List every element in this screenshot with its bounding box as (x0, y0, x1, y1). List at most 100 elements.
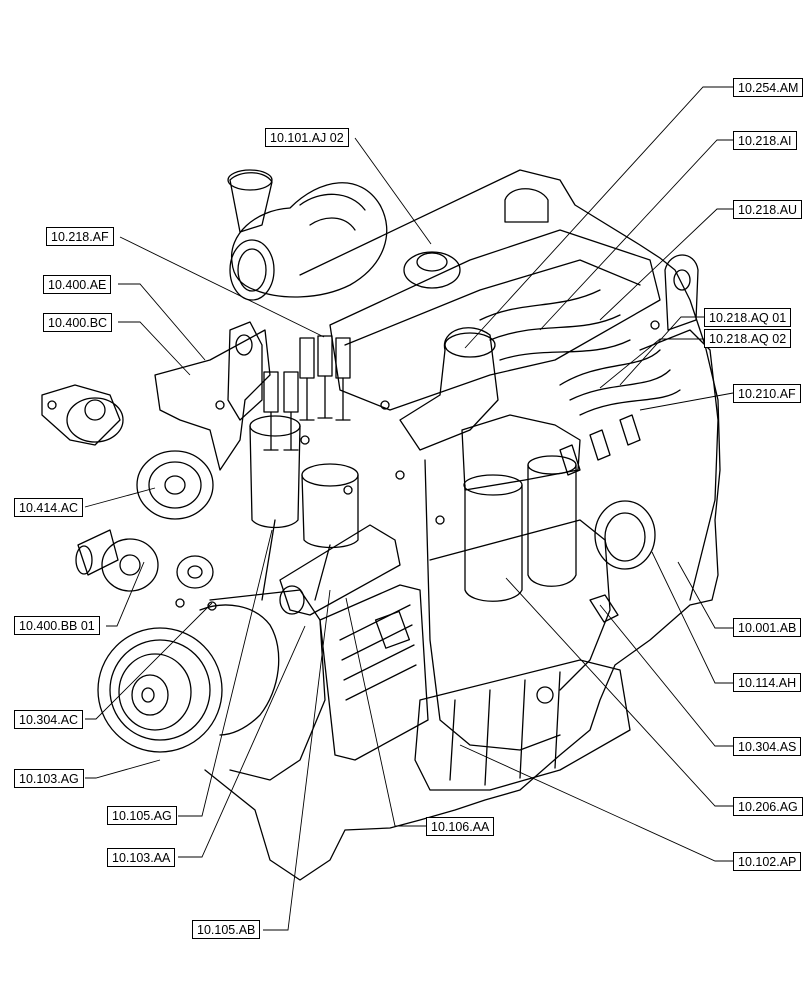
callout-10-304-ac[interactable]: 10.304.AC (14, 710, 84, 729)
alternator-body (66, 397, 124, 443)
leader-10-400-bc (118, 321, 191, 376)
timing-gear (199, 604, 280, 736)
piston-top (249, 415, 301, 437)
bolt (435, 515, 445, 525)
fuel-pump-end (279, 585, 305, 615)
idler-pulley-top (136, 450, 214, 520)
leader-10-400-ae (118, 283, 206, 361)
hp-lines (559, 349, 681, 416)
ecu-module (319, 584, 429, 761)
filter-head (461, 414, 581, 491)
oil-filler-cap (403, 251, 461, 289)
water-pump-pulley (101, 538, 159, 592)
callout-10-218-af[interactable]: 10.218.AF (46, 227, 114, 246)
rocker-cover-ridge (344, 259, 641, 346)
callout-10-218-aq-02[interactable]: 10.218.AQ 02 (704, 329, 792, 348)
leader-10-400-bb-01 (106, 561, 145, 627)
idler-pulley-top-hub (164, 475, 186, 495)
piston-body (301, 474, 359, 549)
callout-10-218-au[interactable]: 10.218.AU (733, 200, 803, 219)
sensor-dome (504, 188, 549, 223)
engine-block-outline (204, 169, 721, 881)
timing-cover (209, 589, 326, 781)
leader-10-304-as (599, 604, 733, 747)
tensioner-pulley (176, 555, 214, 589)
leader-10-103-aa (178, 625, 306, 858)
callout-10-218-ai[interactable]: 10.218.AI (733, 131, 797, 150)
callout-10-206-ag[interactable]: 10.206.AG (733, 797, 803, 816)
valve-spring (283, 371, 299, 413)
fuel-pump (279, 524, 401, 616)
bolt (380, 400, 390, 410)
crank-damper-outer (97, 627, 223, 753)
callout-10-304-as[interactable]: 10.304.AS (733, 737, 802, 756)
bolt (650, 320, 660, 330)
alternator-pulley (84, 399, 106, 421)
water-pump-pulley-hub (119, 554, 141, 576)
callout-10-114-ah[interactable]: 10.114.AH (733, 673, 802, 692)
valve-spring (299, 337, 315, 379)
left-mount (41, 384, 121, 446)
callout-10-101-aj-02[interactable]: 10.101.AJ 02 (265, 128, 349, 147)
pistons (249, 415, 359, 601)
callout-10-103-ag[interactable]: 10.103.AG (14, 769, 84, 788)
injector (619, 414, 641, 446)
callout-10-105-ag[interactable]: 10.105.AG (107, 806, 177, 825)
injectors (559, 414, 641, 476)
callout-10-414-ac[interactable]: 10.414.AC (14, 498, 84, 517)
callout-10-400-ae[interactable]: 10.400.AE (43, 275, 112, 294)
callout-10-218-aq-01[interactable]: 10.218.AQ 01 (704, 308, 792, 327)
intake-elbow-opening (444, 332, 496, 358)
outlet-pipe-end (75, 545, 93, 575)
callout-10-400-bc[interactable]: 10.400.BC (43, 313, 113, 332)
callout-10-210-af[interactable]: 10.210.AF (733, 384, 801, 403)
turbo-pipe-end (227, 169, 273, 191)
crank-damper-ring (109, 639, 211, 741)
leader-10-206-ag (505, 577, 733, 807)
valve-heads (263, 417, 351, 451)
callout-10-103-aa[interactable]: 10.103.AA (107, 848, 176, 867)
bolt (300, 435, 310, 445)
leader-10-101-aj-02 (354, 137, 432, 245)
left-mount-bolt (47, 400, 57, 410)
bolt (395, 470, 405, 480)
piston-top (301, 463, 359, 487)
block-front-edge (424, 459, 561, 751)
oil-dipstick (589, 594, 619, 623)
leader-10-105-ag (178, 529, 273, 817)
piston-body (249, 425, 301, 529)
leader-10-218-aq-02 (599, 338, 704, 389)
leader-10-001-ab (677, 561, 733, 629)
rear-seal-inner (604, 512, 646, 562)
leader-10-114-ah (651, 551, 733, 684)
rocker-cover (329, 229, 661, 411)
leader-10-106-aa (345, 597, 426, 827)
leader-10-218-au (599, 208, 733, 321)
callout-10-106-aa[interactable]: 10.106.AA (426, 817, 495, 836)
turbo-inlet (229, 239, 275, 301)
injector (589, 429, 611, 461)
crank-damper-mid (118, 653, 192, 731)
block-side-panel (429, 519, 611, 691)
intake-elbow (399, 327, 499, 451)
bolt (175, 598, 185, 608)
leader-10-218-af (119, 236, 325, 338)
crank-damper-bolt (141, 687, 155, 703)
exhaust-bracket (154, 329, 271, 471)
leader-10-102-ap (459, 744, 733, 862)
bolt (343, 485, 353, 495)
leader-10-218-aq-01 (619, 316, 704, 386)
callout-10-254-am[interactable]: 10.254.AM (733, 78, 804, 97)
callout-10-001-ab[interactable]: 10.001.AB (733, 618, 802, 637)
leader-10-105-ab (263, 589, 331, 931)
callout-10-400-bb-01[interactable]: 10.400.BB 01 (14, 616, 100, 635)
valve-spring (317, 335, 333, 377)
rear-seal (594, 500, 656, 570)
turbo-inlet-inner (237, 248, 267, 292)
oil-pan (414, 659, 631, 791)
callout-10-105-ab[interactable]: 10.105.AB (192, 920, 261, 939)
flywheel-housing (639, 329, 719, 601)
turbo-scroll (299, 193, 366, 231)
callout-10-102-ap[interactable]: 10.102.AP (733, 852, 802, 871)
